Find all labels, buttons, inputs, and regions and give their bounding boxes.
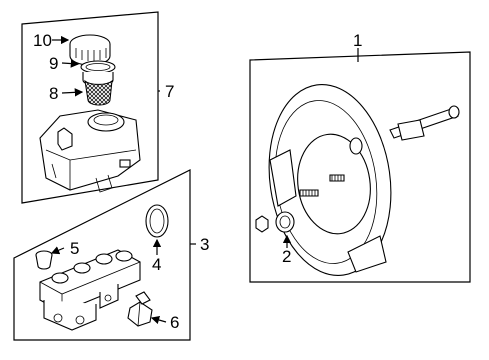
- callout-10: 10: [33, 31, 52, 50]
- callout-2: 2: [282, 247, 291, 266]
- fluid-reservoir: [39, 109, 141, 193]
- cap-seal: [80, 60, 116, 74]
- callout-5: 5: [70, 239, 79, 258]
- master-cylinder: [39, 249, 141, 331]
- brake-booster: [268, 84, 460, 276]
- booster-nut-and-washer: [255, 211, 295, 233]
- reservoir-group-box: [21, 11, 159, 204]
- callout-4: 4: [152, 255, 161, 274]
- callout-3: 3: [200, 235, 209, 254]
- callout-8: 8: [49, 84, 58, 103]
- o-ring-seal: [145, 204, 169, 238]
- callout-1: 1: [353, 31, 362, 50]
- master-cylinder-group-box: [13, 169, 191, 341]
- pressure-sensor: [127, 291, 153, 327]
- reservoir-grommet: [35, 250, 53, 270]
- callout-6: 6: [170, 313, 179, 332]
- reservoir-strainer: [82, 72, 114, 106]
- callout-7: 7: [165, 82, 174, 101]
- leader-lines: [50, 35, 359, 325]
- callout-9: 9: [49, 54, 58, 73]
- booster-group-box: [249, 51, 471, 283]
- reservoir-cap: [69, 34, 111, 66]
